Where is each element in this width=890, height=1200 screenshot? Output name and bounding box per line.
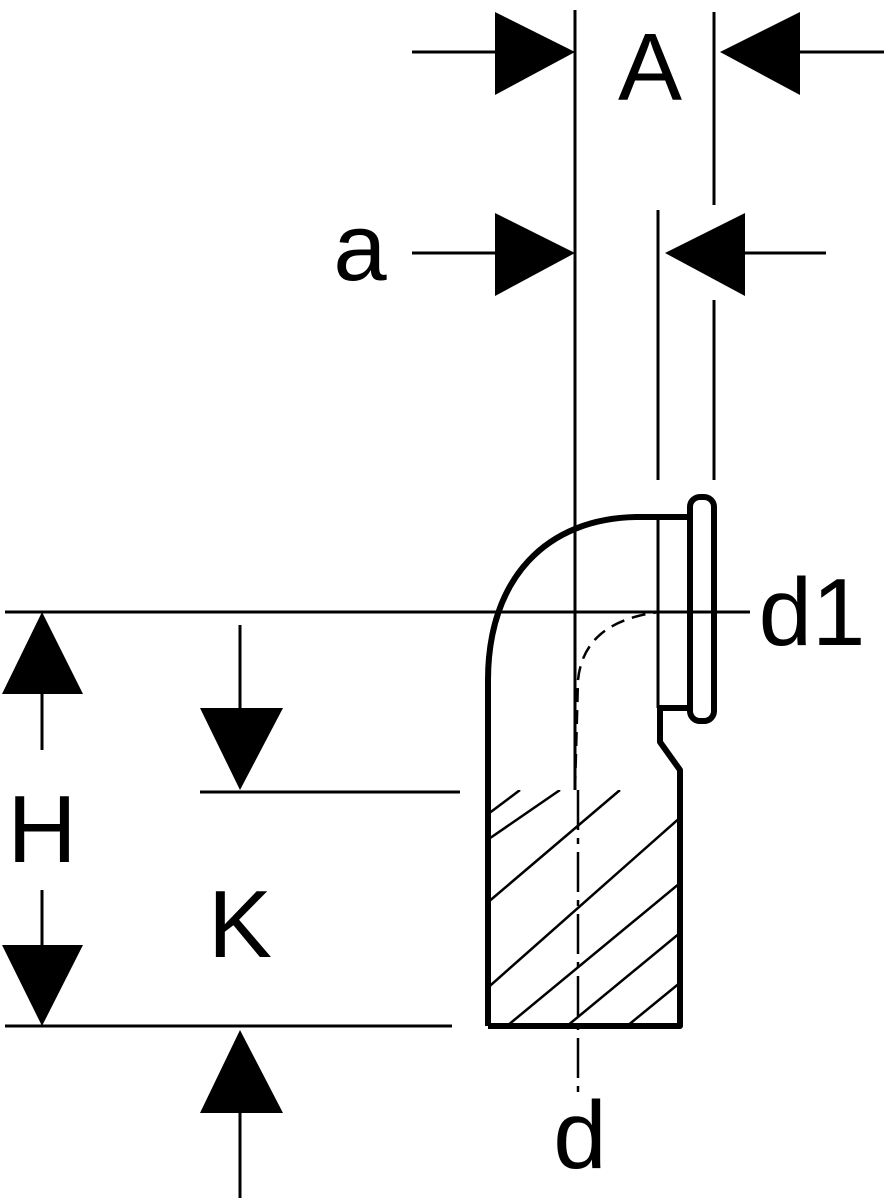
label-K: K <box>208 871 272 978</box>
arrow-left-icon <box>720 12 800 95</box>
bend-inner-contour <box>488 705 690 1029</box>
dimension-H: H <box>2 612 83 1026</box>
bend-outer-contour <box>485 514 690 1026</box>
socket-rim <box>687 494 717 724</box>
label-d1: d1 <box>759 559 866 666</box>
label-H: H <box>7 776 76 883</box>
arrow-down-icon <box>200 708 283 790</box>
arrow-up-icon <box>200 1030 283 1113</box>
hatch-pattern <box>488 790 682 1026</box>
hidden-bend-line <box>573 610 661 791</box>
label-A: A <box>618 14 682 121</box>
arrow-up-icon <box>2 612 83 694</box>
arrow-down-icon <box>2 945 83 1026</box>
arrow-right-icon <box>495 213 575 296</box>
dimension-A: A <box>412 10 884 790</box>
pipe-bend <box>485 494 717 1100</box>
arrow-right-icon <box>495 12 575 95</box>
label-a: a <box>333 194 387 301</box>
arrow-left-icon <box>665 213 745 296</box>
dimension-a: a <box>333 194 826 480</box>
dimension-K: K <box>200 625 283 1198</box>
label-d: d <box>553 1082 606 1189</box>
